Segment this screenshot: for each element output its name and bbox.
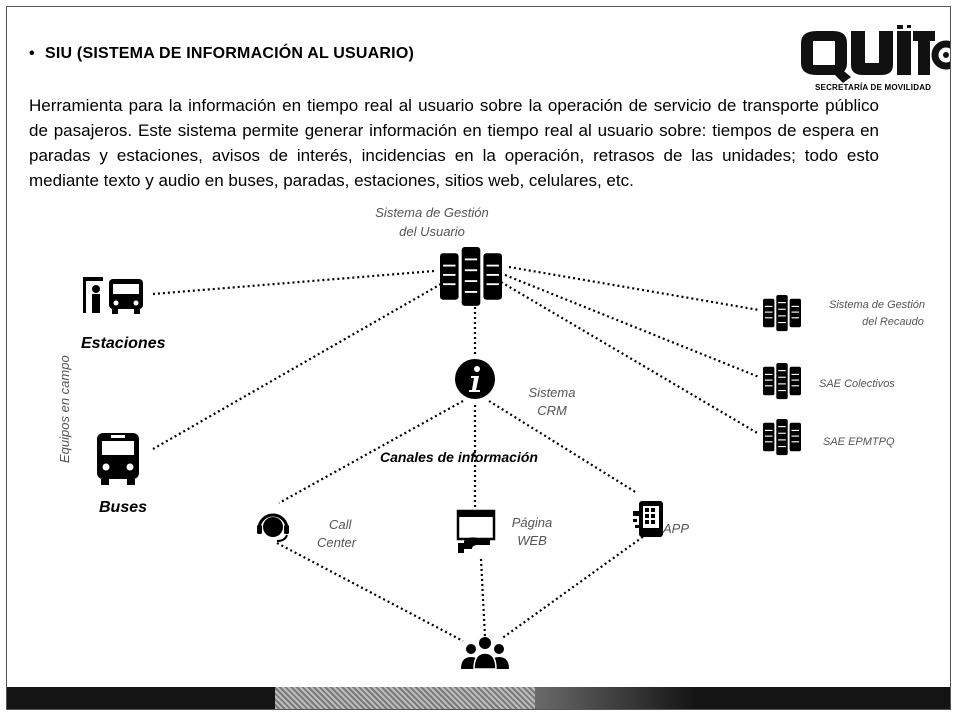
- sae-epmtpq-label: SAE EPMTPQ: [823, 436, 895, 448]
- connectors: [152, 265, 760, 642]
- connector-call-center: [278, 400, 464, 504]
- footer-hatch: [275, 687, 535, 709]
- connector-users-call: [276, 542, 464, 642]
- siu-diagram: Sistema de Gestión del Usuario Estacione…: [57, 205, 925, 670]
- connector-sae-colectivos: [504, 273, 760, 379]
- web-page-icon: [456, 509, 496, 553]
- connector-buses: [152, 283, 442, 450]
- field-equipment-label: Equipos en campo: [57, 355, 72, 463]
- bullet: •: [29, 45, 35, 62]
- heading-text: SIU (SISTEMA DE INFORMACIÓN AL USUARIO): [45, 45, 414, 62]
- recaudo-label-line1: Sistema de Gestión: [829, 299, 925, 311]
- call-center-label-line2: Center: [317, 535, 357, 550]
- headset-icon: [257, 513, 289, 542]
- station-icon: [83, 277, 143, 314]
- connector-recaudo: [508, 265, 760, 312]
- connector-app: [488, 400, 638, 494]
- users-group-icon: [461, 637, 509, 670]
- info-icon: [455, 359, 495, 399]
- server-recaudo-icon: [762, 294, 802, 332]
- call-center-label-line1: Call: [329, 517, 353, 532]
- web-label-line2: WEB: [517, 533, 547, 548]
- buses-label: Buses: [99, 499, 147, 516]
- crm-label-line1: Sistema: [529, 385, 576, 400]
- crm-label-line2: CRM: [537, 403, 567, 418]
- connector-users-web: [479, 558, 487, 638]
- slide-heading: • SIU (SISTEMA DE INFORMACIÓN AL USUARIO): [29, 45, 414, 63]
- connector-users-app: [500, 530, 652, 640]
- estaciones-label: Estaciones: [81, 335, 166, 352]
- bus-icon: [97, 433, 139, 485]
- sae-colectivos-label: SAE Colectivos: [819, 378, 895, 390]
- description-paragraph: Herramienta para la información en tiemp…: [29, 96, 879, 190]
- recaudo-label-line2: del Recaudo: [862, 316, 924, 328]
- server-sae-colectivos-icon: [762, 362, 802, 400]
- quito-logo: [801, 25, 950, 83]
- footer-bar: [7, 687, 950, 709]
- server-sae-epmtpq-icon: [762, 418, 802, 456]
- footer-fade: [535, 687, 695, 709]
- slide: • SIU (SISTEMA DE INFORMACIÓN AL USUARIO)…: [6, 6, 951, 710]
- web-label-line1: Página: [512, 515, 552, 530]
- logo-subtitle: SECRETARÍA DE MOVILIDAD: [815, 83, 932, 92]
- center-label-line2: del Usuario: [399, 224, 465, 239]
- channels-label: Canales de información: [380, 449, 538, 465]
- mobile-app-icon: [633, 501, 663, 537]
- app-label: APP: [662, 521, 689, 536]
- server-icon: [439, 246, 503, 307]
- center-label-line1: Sistema de Gestión: [375, 205, 488, 220]
- connector-estaciones: [152, 269, 435, 296]
